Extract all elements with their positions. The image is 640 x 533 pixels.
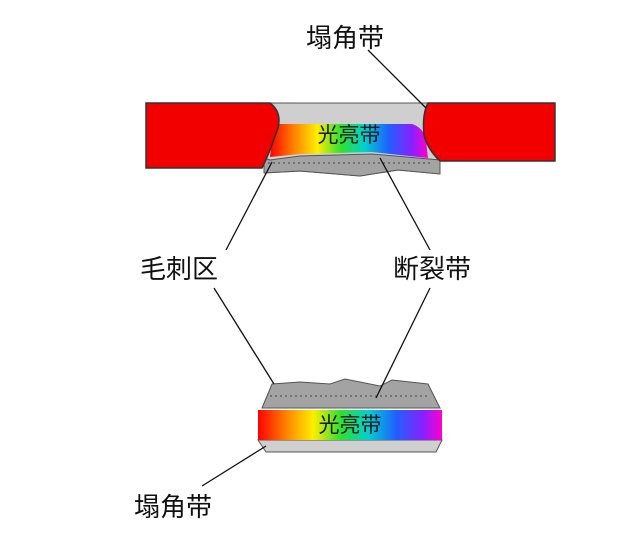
leader-burr-bottom bbox=[213, 287, 275, 385]
bottom-burnish-label: 光亮带 bbox=[319, 413, 382, 437]
top-right-sheet bbox=[422, 102, 556, 162]
leader-rollover-top bbox=[367, 49, 427, 109]
label-rollover-bottom: 塌角带 bbox=[134, 493, 212, 523]
bottom-slug: 光亮带 bbox=[257, 378, 443, 453]
top-left-sheet bbox=[145, 102, 280, 169]
leader-fracture-top bbox=[379, 157, 431, 251]
leader-burr-top bbox=[225, 161, 273, 251]
top-sheet-with-hole: 光亮带 bbox=[145, 102, 556, 177]
label-rollover-top: 塌角带 bbox=[306, 24, 384, 54]
leader-lines bbox=[201, 49, 431, 487]
label-fracture-zone: 断裂带 bbox=[393, 255, 471, 285]
bottom-rollover-base bbox=[257, 439, 443, 453]
top-fracture-edge bbox=[263, 153, 441, 177]
leader-fracture-bottom bbox=[375, 287, 431, 399]
leader-rollover-bottom bbox=[201, 445, 267, 487]
label-burr-zone: 毛刺区 bbox=[140, 255, 218, 285]
top-burnish-label: 光亮带 bbox=[318, 123, 381, 147]
top-burnish-band bbox=[270, 124, 428, 158]
bottom-burnish-band bbox=[258, 410, 442, 440]
bottom-fracture-top bbox=[261, 378, 441, 409]
